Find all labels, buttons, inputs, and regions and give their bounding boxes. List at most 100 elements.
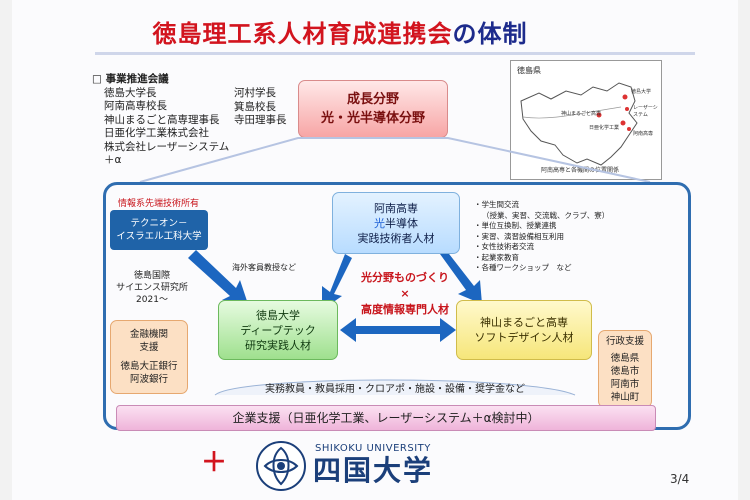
info-label: 情報系先端技術所有 — [118, 199, 200, 209]
page-number: 3/4 — [670, 472, 690, 486]
river-line — [522, 106, 622, 119]
kamiyama-line1: 神山まるごと高専 — [480, 316, 568, 329]
anan-line2-highlight: 光 — [374, 216, 385, 230]
arrows — [188, 250, 482, 342]
anan-line2: 光半導体 — [333, 216, 459, 231]
map-point — [625, 107, 629, 111]
tokushima-line1: 徳島大学 — [256, 308, 300, 322]
arrow-tokushima-kamiyama — [340, 318, 456, 342]
title-main: 徳島理工系人材育成連携会 — [152, 20, 453, 48]
map-point-label: 阿南高専 — [633, 131, 654, 137]
center-line3: 高度情報専門人材 — [361, 303, 449, 316]
map-point — [622, 94, 628, 100]
council-name: 河村学長 — [234, 87, 276, 99]
exchange-text: 各種ワークショップ など — [481, 263, 572, 272]
council-header: □ 事業推進会議 — [92, 73, 169, 85]
exchange-list: ・学生間交流 （授業、実習、交流戦、クラブ、寮） ・単位互換制、授業連携 ・実習… — [474, 200, 609, 274]
science-line3: 2021～ — [136, 295, 168, 305]
center-theme: 光分野ものづくり × 高度情報専門人材 — [340, 270, 470, 318]
map-point-label: 徳島大学 — [631, 89, 652, 95]
council-member: 阿南高専校長 — [104, 100, 167, 112]
map-point-label: レーザーシステム — [633, 105, 658, 118]
map-point-label: 日亜化学工業 — [589, 125, 620, 131]
growth-funnel — [139, 137, 651, 183]
exchange-item: （授業、実習、交流戦、クラブ、寮） — [474, 211, 609, 222]
arrow-technion-to-tokushima — [188, 250, 248, 304]
tokushima-univ-box: 徳島大学 ディープテック 研究実践人材 — [218, 300, 338, 360]
admin-item: 阿南市 — [610, 378, 640, 390]
council-name: 寺田理事長 — [234, 114, 287, 126]
title-suffix: の体制 — [452, 20, 528, 48]
map-panel: 徳島県 徳島大学 神山まるごと高専 レーザーシステム 日亜化学工業 阿南高専 阿… — [510, 60, 662, 180]
exchange-text: 学生間交流 — [481, 200, 520, 209]
growth-field-box: 成長分野 光・光半導体分野 — [298, 80, 448, 138]
finance-line4: 阿波銀行 — [129, 374, 168, 385]
map-point — [620, 120, 626, 126]
exchange-item: ・各種ワークショップ など — [474, 263, 572, 272]
finance-line1: 金融機関 — [129, 329, 168, 340]
map-point-label: 神山まるごと高専 — [561, 111, 602, 117]
exchange-item: ・起業家教育 — [474, 252, 520, 262]
science-line1: 徳島国際 — [133, 271, 170, 281]
corporate-support-bar: 企業支援（日亜化学工業、レーザーシステム＋α検討中） — [116, 405, 656, 431]
exchange-text: 実習、演習設備相互利用 — [481, 231, 565, 241]
exchange-text: 起業家教育 — [481, 252, 520, 262]
technion-box: テクニオン－ イスラエル工科大学 — [110, 210, 208, 250]
growth-line1: 成長分野 — [346, 92, 399, 107]
slide-title: 徳島理工系人材育成連携会の体制 — [20, 14, 660, 49]
plus-sign: ＋ — [201, 448, 228, 478]
finance-box: 金融機関 支援 徳島大正銀行 阿波銀行 — [110, 320, 188, 394]
exchange-text: 女性技術者交流 — [481, 242, 535, 251]
shikoku-university-logo-icon — [256, 441, 306, 491]
council-block: □ 事業推進会議 徳島大学長 阿南高専校長 神山まるごと高専理事長 日亜化学工業… — [92, 73, 277, 168]
anan-line2-rest: 半導体 — [385, 216, 418, 230]
anan-line3: 実践技術者人材 — [357, 231, 435, 245]
exchange-text: （授業、実習、交流戦、クラブ、寮） — [482, 210, 610, 220]
anan-kosen-box: 阿南高専 光半導体 実践技術者人材 — [332, 192, 460, 254]
map-point — [627, 127, 631, 131]
arrow-anan-to-kamiyama — [440, 250, 482, 304]
technion-line1: テクニオン－ — [130, 218, 188, 229]
exchange-item: ・女性技術者交流 — [474, 242, 535, 251]
council-member: 徳島大学長 — [104, 86, 157, 99]
kamiyama-line2: ソフトデザイン人材 — [474, 331, 574, 344]
technion-line2: イスラエル工科大学 — [116, 231, 202, 242]
exchange-text: 単位互換制、授業連携 — [481, 221, 557, 230]
exchange-item: ・単位互換制、授業連携 — [474, 221, 557, 230]
university-name-en: SHIKOKU UNIVERSITY — [315, 443, 431, 454]
admin-item: 徳島市 — [610, 365, 640, 377]
science-line2: サイエンス研究所 — [116, 283, 188, 293]
growth-line2: 光・光半導体分野 — [320, 111, 425, 126]
map-point — [596, 112, 602, 118]
university-name-ja: 四国大学 — [313, 454, 434, 487]
admin-item: 徳島県 — [610, 352, 640, 364]
admin-box: 行政支援 徳島県 徳島市 阿南市 神山町 — [598, 330, 652, 408]
finance-line3: 徳島大正銀行 — [120, 361, 178, 372]
tokushima-map-svg — [520, 82, 638, 166]
council-name: 箕島校長 — [234, 100, 276, 113]
exchange-item: ・学生間交流 — [474, 200, 520, 209]
center-line2: × — [400, 287, 410, 300]
map-caption: 阿南高専と各機関の位置関係 — [541, 167, 620, 174]
finance-line2: 支援 — [139, 342, 159, 353]
resources-band: 実務教員・教員採用・クロアポ・施設・設備・奨学金など — [265, 384, 525, 395]
council-member: 神山まるごと高専理事長 — [104, 113, 220, 126]
science-institute: 徳島国際 サイエンス研究所 2021～ — [112, 270, 192, 306]
prefecture-outline — [520, 82, 638, 166]
center-line1: 光分野ものづくり — [361, 271, 449, 284]
title-rule — [95, 52, 695, 55]
anan-line1: 阿南高専 — [374, 201, 418, 215]
exchange-item: ・実習、演習設備相互利用 — [474, 231, 565, 241]
map-label: 徳島県 — [517, 66, 541, 75]
kamiyama-kosen-box: 神山まるごと高専 ソフトデザイン人材 — [456, 300, 592, 360]
council-member: 日亜化学工業株式会社 — [104, 127, 209, 139]
technion-note: 海外客員教授など — [232, 263, 296, 272]
council-names: 河村学長 箕島校長 寺田理事長 — [234, 87, 304, 128]
bottom-band-arch — [214, 379, 576, 396]
admin-item: 神山町 — [610, 391, 640, 403]
tokushima-line3: 研究実践人材 — [245, 338, 311, 352]
admin-line1: 行政支援 — [605, 335, 644, 347]
tokushima-line2: ディープテック — [240, 323, 316, 337]
